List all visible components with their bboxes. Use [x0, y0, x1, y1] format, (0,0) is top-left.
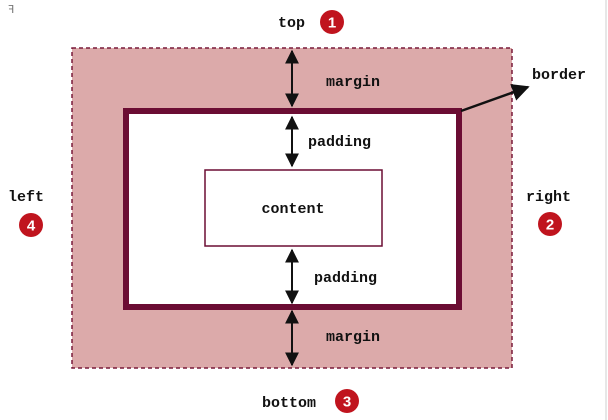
badge-bottom-number: 3 — [343, 394, 351, 411]
padding-bottom-label: padding — [314, 270, 377, 287]
badge-right: 2 — [538, 212, 562, 236]
border-label: border — [532, 67, 586, 84]
margin-top-label: margin — [326, 74, 380, 91]
content-label: content — [261, 201, 324, 218]
badge-top-circle — [320, 10, 344, 34]
corner-glyph: ꟻ — [8, 3, 14, 16]
badge-right-number: 2 — [546, 217, 554, 234]
badge-left-circle — [19, 213, 43, 237]
side-left-label: left — [8, 189, 44, 206]
side-top-label: top — [278, 15, 305, 32]
border-pointer-arrow — [460, 84, 530, 113]
badge-left-number: 4 — [27, 218, 36, 235]
padding-top-label: padding — [308, 134, 371, 151]
badge-top: 1 — [320, 10, 344, 34]
side-right-label: right — [526, 189, 571, 206]
badge-right-circle — [538, 212, 562, 236]
badge-bottom: 3 — [335, 389, 359, 413]
content-box — [204, 169, 383, 247]
badge-bottom-circle — [335, 389, 359, 413]
badge-top-number: 1 — [328, 15, 336, 32]
margin-bottom-label: margin — [326, 329, 380, 346]
badge-left: 4 — [19, 213, 43, 237]
side-bottom-label: bottom — [262, 395, 316, 412]
